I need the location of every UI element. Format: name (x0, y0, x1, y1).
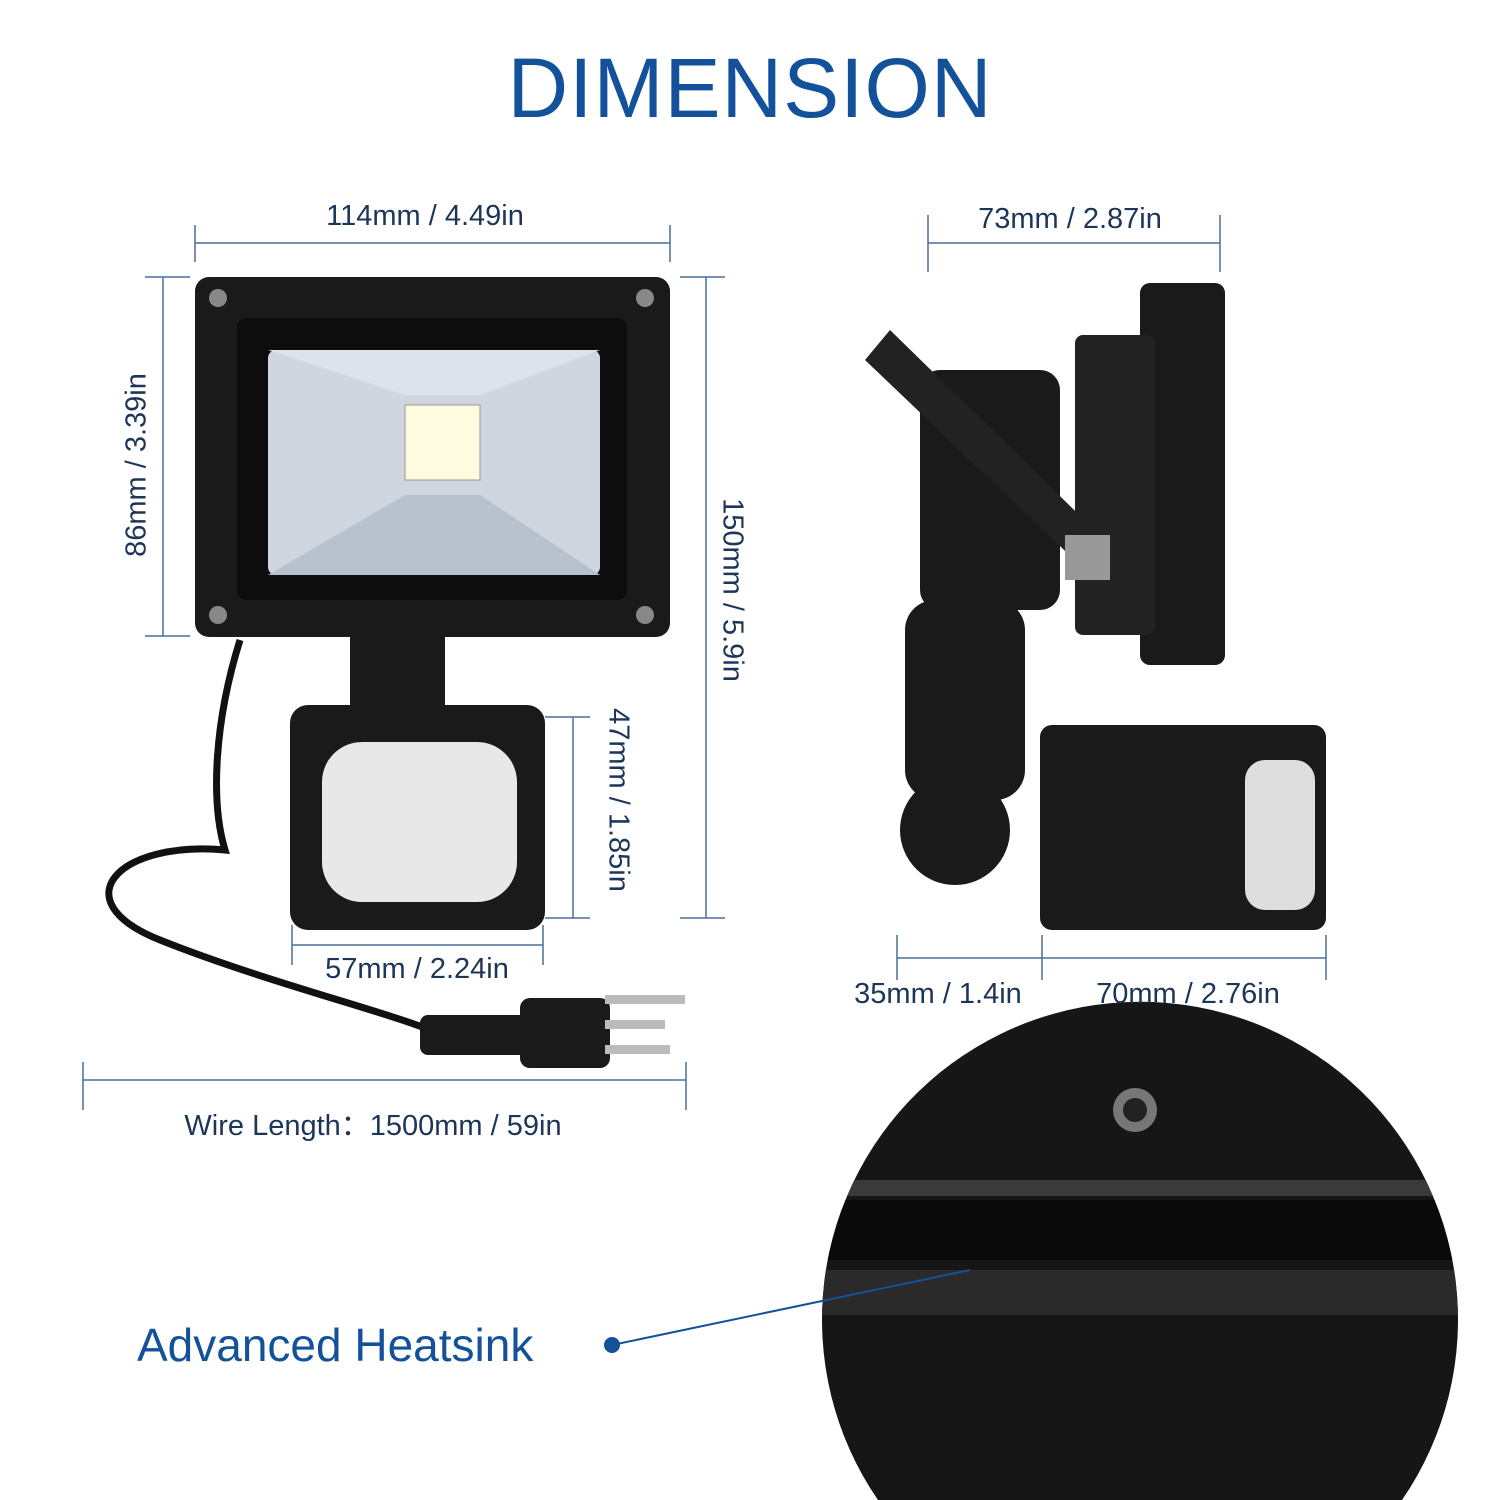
heatsink-closeup (604, 1001, 1459, 1500)
sensor-width-label: 57mm / 2.24in (325, 953, 509, 985)
heatsink-feature-label: Advanced Heatsink (137, 1319, 534, 1371)
bracket-depth-label: 35mm / 1.4in (854, 978, 1022, 1010)
front-width-label: 114mm / 4.49in (326, 200, 524, 232)
front-lamp (105, 277, 685, 1068)
sensor-height-label: 47mm / 1.85in (602, 708, 635, 892)
wire-length-label: Wire Length：1500mm / 59in (184, 1110, 562, 1142)
page-title: DIMENSION (507, 41, 993, 135)
dimension-lines (82, 215, 1327, 1110)
callout-dot (604, 1337, 620, 1353)
lamp-height-label: 86mm / 3.39in (120, 373, 153, 557)
side-lamp (865, 283, 1326, 930)
sensor-depth-label: 70mm / 2.76in (1096, 978, 1280, 1010)
total-height-label: 150mm / 5.9in (716, 498, 749, 682)
side-depth-label: 73mm / 2.87in (978, 203, 1162, 235)
